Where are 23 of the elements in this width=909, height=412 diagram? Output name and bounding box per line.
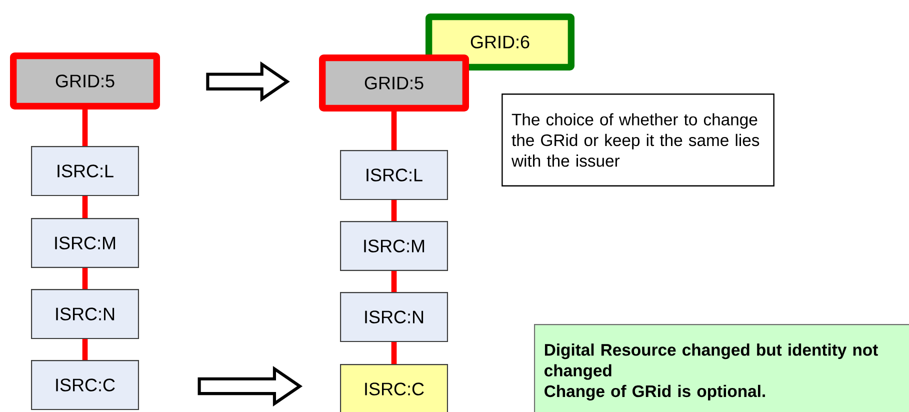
process-box: ISRC:M [31,218,139,268]
connector-line [391,112,397,150]
hollow-arrow [206,61,290,102]
process-box: ISRC:N [340,292,448,342]
connector-line [82,339,88,360]
process-box: GRID:5 [319,54,469,112]
hollow-arrow [198,366,303,406]
note-box: Digital Resource changed but identity not changed Change of GRid is optional. [534,324,909,412]
process-box: GRID:6 [426,14,574,70]
connector-line [82,196,88,218]
process-box: ISRC:L [31,146,139,196]
process-box: ISRC:C [340,364,448,412]
process-box: ISRC:L [340,150,448,200]
connector-line [82,110,88,146]
connector-line [391,271,397,292]
connector-line [82,268,88,289]
process-box: ISRC:M [340,221,448,271]
note-box: The choice of whether to change the GRid or keep it the same lies with the issuer [502,94,774,186]
connector-line [391,200,397,221]
process-box: ISRC:N [31,289,139,339]
process-box: ISRC:C [31,360,139,410]
connector-line [391,342,397,364]
process-box: GRID:5 [10,52,160,110]
